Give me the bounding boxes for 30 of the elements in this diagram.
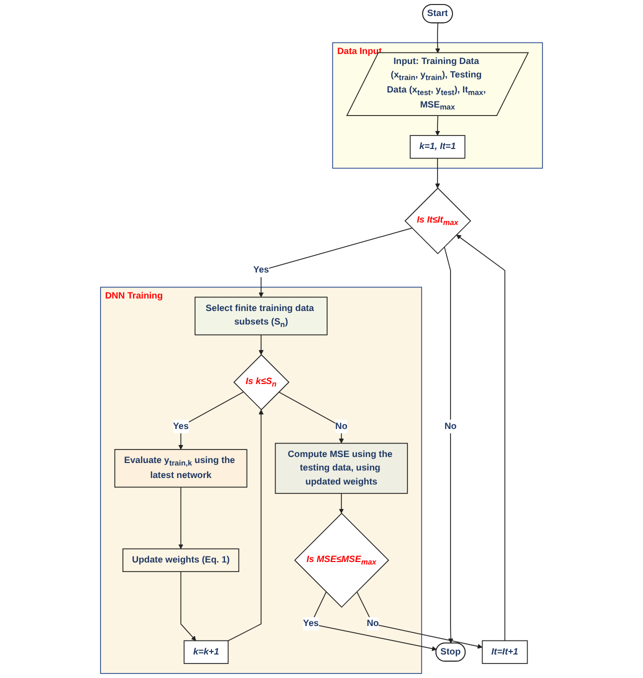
arrow <box>258 334 264 355</box>
edge-label: Yes <box>253 265 269 275</box>
node-diamond: Is It≤It$_{max}$ <box>404 188 472 254</box>
edge-label: No <box>444 421 457 432</box>
node-box: Select finite training data subsets (S$_{n}$) <box>194 296 328 336</box>
edge-label: Yes <box>172 421 189 432</box>
node-box: Compute MSE using the testing data, using updated weights <box>274 442 408 494</box>
arrow <box>178 392 244 450</box>
arrow <box>435 158 440 188</box>
node-diamond: Is MSE≤MSE$_{max}$ <box>294 512 390 608</box>
arrow <box>180 571 196 641</box>
arrow <box>178 486 184 550</box>
arrow <box>435 115 440 136</box>
node-box: k=k+1 <box>184 640 229 664</box>
arrow <box>444 246 454 644</box>
node-box: k=1, It=1 <box>410 135 466 159</box>
arrow <box>278 392 344 444</box>
arrow <box>258 228 412 298</box>
arrow <box>435 22 440 54</box>
edge-label: Yes <box>303 618 319 628</box>
node-diamond: Is k≤S$_{n}$ <box>233 354 290 410</box>
edge-label: No <box>335 421 348 432</box>
arrow <box>356 591 483 649</box>
node-box: Evaluate y$_{train,k}$ using the latest network <box>114 449 248 488</box>
edge-label: No <box>366 618 379 628</box>
arrow <box>228 409 264 642</box>
arrow <box>338 492 344 514</box>
node-box: It=It+1 <box>482 640 528 664</box>
node-box: Update weights (Eq. 1) <box>122 548 240 572</box>
arrow <box>456 234 506 642</box>
